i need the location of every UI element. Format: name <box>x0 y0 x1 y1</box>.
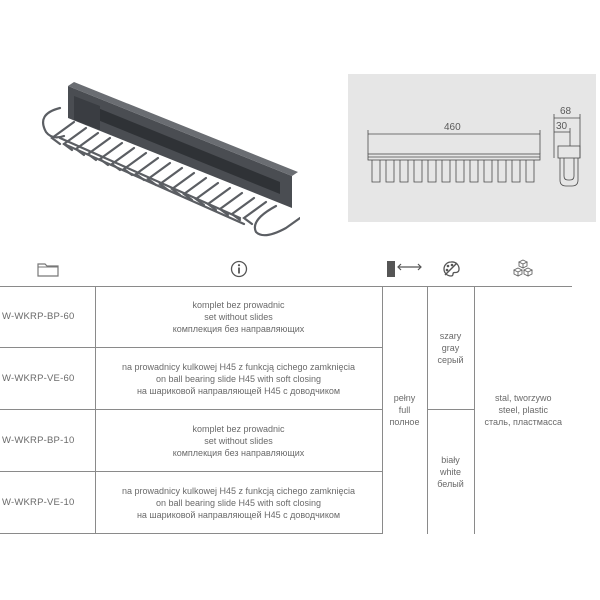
slide-icon <box>386 260 422 277</box>
description-column-header <box>95 254 382 287</box>
table-row: W-WKRP-VE-60 na prowadnicy kulkowej H45 … <box>0 347 572 410</box>
product-description: komplet bez prowadnic set without slides… <box>94 409 382 472</box>
product-code: W-WKRP-VE-10 <box>0 471 95 534</box>
specification-table: W-WKRP-BP-60 komplet bez prowadnic set w… <box>0 254 572 534</box>
material-column-header <box>474 254 572 287</box>
folder-icon <box>36 262 59 277</box>
width-dimension-label: 460 <box>444 122 461 133</box>
color-palette-icon <box>442 260 460 277</box>
slide-column-header <box>382 254 427 287</box>
technical-drawing: 460 68 30 <box>348 74 596 222</box>
code-column-header <box>0 254 95 287</box>
slide-type-cell: pełny full полное <box>381 286 427 534</box>
material-cell: stal, tworzywo steel, plastic сталь, пла… <box>473 286 572 534</box>
product-description: na prowadnicy kulkowej H45 z funkcją cic… <box>94 471 382 534</box>
table-header-row <box>0 254 572 287</box>
info-icon <box>230 260 247 277</box>
product-code: W-WKRP-BP-60 <box>0 286 95 348</box>
product-image <box>42 82 300 237</box>
table-row: W-WKRP-BP-60 komplet bez prowadnic set w… <box>0 286 572 534</box>
color-white-cell: biały white белый <box>426 409 474 534</box>
table-row: W-WKRP-BP-10 komplet bez prowadnic set w… <box>0 409 572 534</box>
product-description: komplet bez prowadnic set without slides… <box>94 286 382 348</box>
depth-dimension-label: 68 <box>560 106 572 117</box>
product-description: na prowadnicy kulkowej H45 z funkcją cic… <box>94 347 382 410</box>
table-row: W-WKRP-VE-10 na prowadnicy kulkowej H45 … <box>0 471 572 534</box>
product-code: W-WKRP-VE-60 <box>0 347 95 410</box>
product-code: W-WKRP-BP-10 <box>0 409 95 472</box>
material-cubes-icon <box>512 258 534 277</box>
color-column-header <box>427 254 474 287</box>
color-grey-cell: szary gray серый <box>426 286 474 410</box>
hook-dimension-label: 30 <box>556 121 568 132</box>
